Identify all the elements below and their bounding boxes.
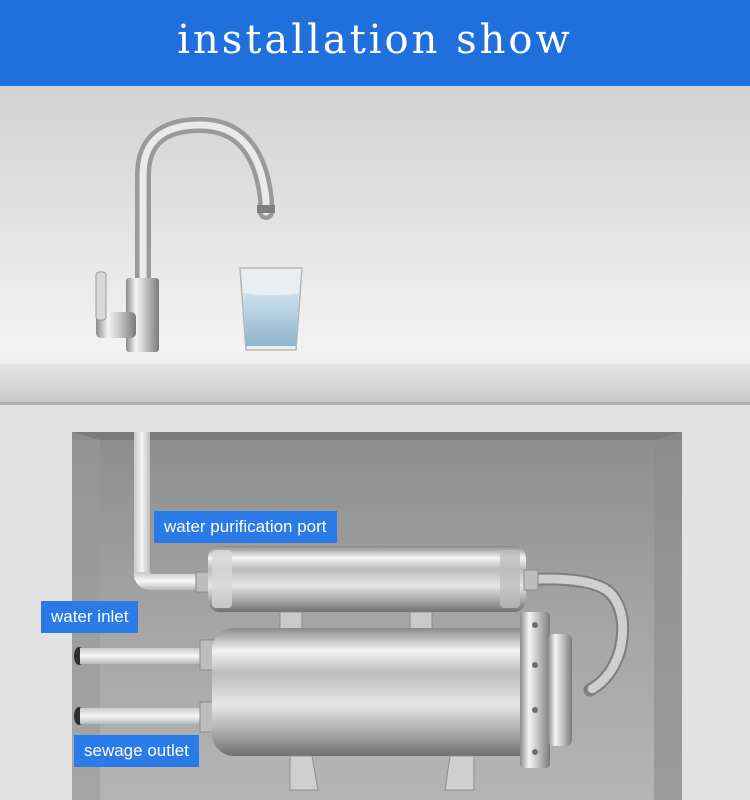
upper-filter-tank — [195, 546, 539, 612]
purified-water-pipe — [134, 432, 200, 590]
label-sewage-outlet: sewage outlet — [74, 735, 199, 767]
countertop — [0, 352, 750, 364]
connecting-hose — [513, 572, 630, 697]
header-banner: installation show — [0, 0, 750, 86]
page-title: installation show — [177, 17, 573, 63]
wall — [0, 86, 750, 352]
lower-filter-tank — [212, 612, 572, 768]
installation-illustration — [0, 86, 750, 800]
label-water-inlet: water inlet — [41, 601, 139, 633]
water-glass — [239, 267, 303, 351]
faucet — [95, 116, 275, 360]
label-water-purification-port: water purification port — [154, 511, 337, 543]
tank-stand — [289, 755, 475, 791]
counter-front — [0, 364, 750, 404]
